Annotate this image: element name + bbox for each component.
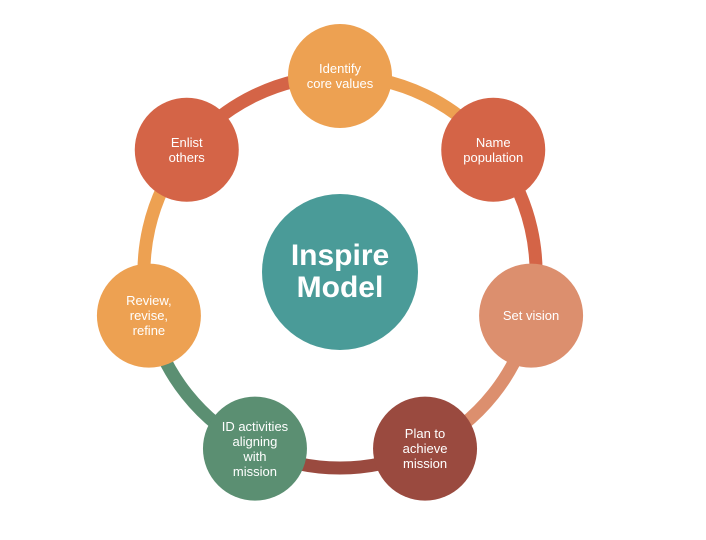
node-circle-enlist-others: [134, 97, 239, 202]
node-circle-review-revise-refine: [96, 263, 201, 368]
node-circle-identify-core-values: [288, 24, 392, 128]
node-circle-set-vision: [479, 263, 584, 368]
center-circle: [262, 194, 418, 350]
center-title: Inspire Model: [290, 239, 390, 304]
node-circle-name-population: [441, 97, 546, 202]
node-circle-id-activities-aligning-with-mission: [202, 396, 307, 501]
node-circle-plan-to-achieve-mission: [373, 396, 478, 501]
